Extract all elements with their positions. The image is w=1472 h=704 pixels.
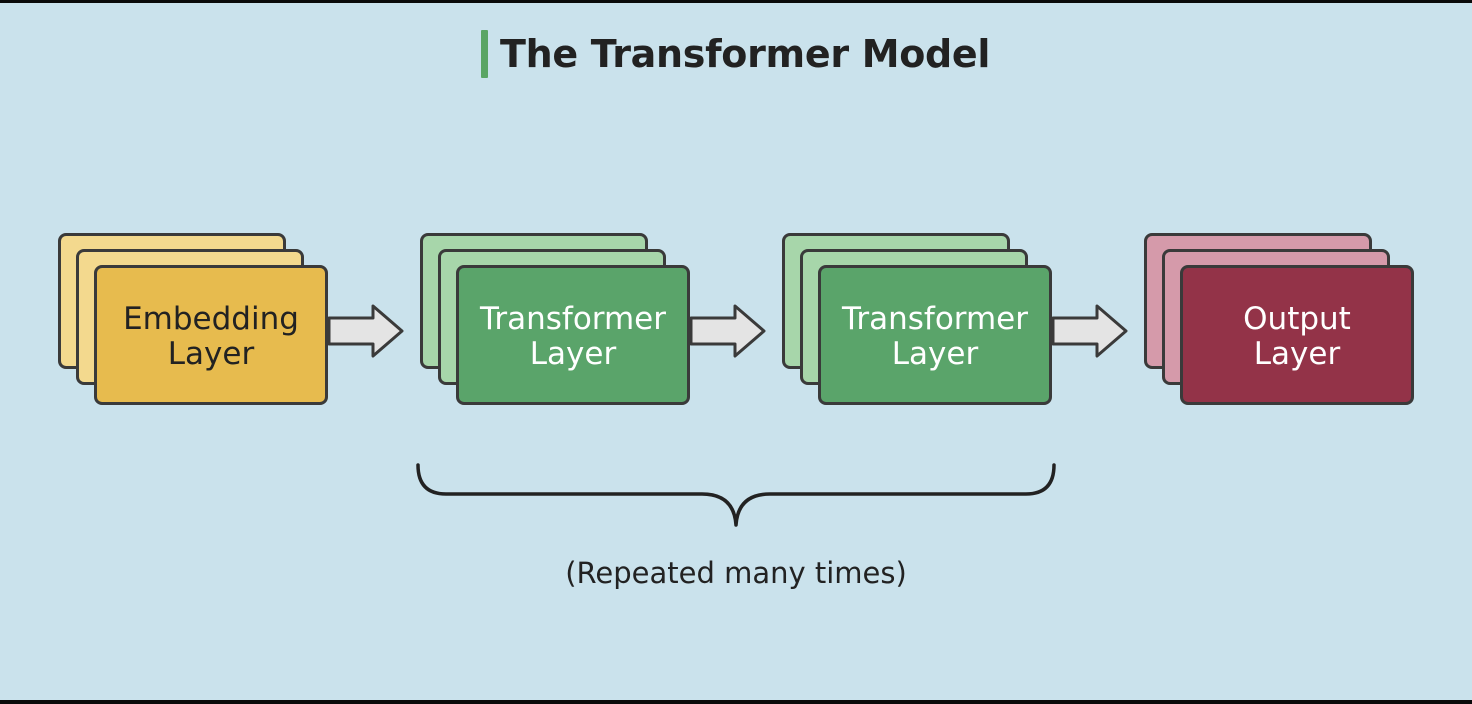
repeat-caption: (Repeated many times) <box>565 556 907 590</box>
curly-brace-icon <box>416 463 1056 527</box>
transformer-layer-stack-2: Transformer Layer <box>782 233 1052 405</box>
embedding-layer-label: Embedding Layer <box>123 301 299 372</box>
title-accent-bar <box>481 30 488 78</box>
embedding-layer-card: Embedding Layer <box>94 265 328 405</box>
transformer-layer-2-label: Transformer Layer <box>841 301 1028 372</box>
diagram-title: The Transformer Model <box>500 32 991 76</box>
embedding-layer-stack: Embedding Layer <box>58 233 328 405</box>
diagram-canvas: The Transformer Model Embedding Layer Tr… <box>0 3 1472 700</box>
arrow-right-icon <box>327 304 404 358</box>
transformer-layer-2-card: Transformer Layer <box>818 265 1052 405</box>
output-layer-label: Output Layer <box>1243 301 1351 372</box>
transformer-layer-1-label: Transformer Layer <box>479 301 666 372</box>
output-layer-card: Output Layer <box>1180 265 1414 405</box>
output-layer-stack: Output Layer <box>1144 233 1414 405</box>
transformer-layer-stack-1: Transformer Layer <box>420 233 690 405</box>
arrow-right-icon <box>689 304 766 358</box>
arrow-right-icon <box>1051 304 1128 358</box>
title-group: The Transformer Model <box>481 29 990 79</box>
transformer-layer-1-card: Transformer Layer <box>456 265 690 405</box>
